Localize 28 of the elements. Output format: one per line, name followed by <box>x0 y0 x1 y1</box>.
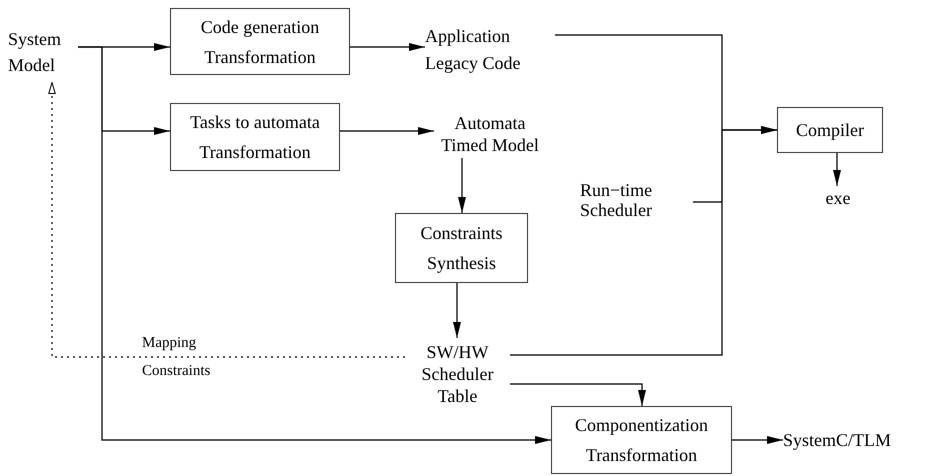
box-label: Componentization Transformation <box>574 414 709 467</box>
arrow <box>453 283 461 338</box>
arrow <box>458 158 466 213</box>
node-label: Run−time Scheduler <box>580 180 654 220</box>
process-box <box>170 103 340 171</box>
arrow <box>340 127 434 135</box>
box-label: Tasks to automata Transformation <box>189 111 321 164</box>
process-box <box>551 406 732 474</box>
box-label: Compiler <box>796 119 864 141</box>
process-box <box>777 107 883 153</box>
arrow <box>833 153 841 186</box>
box-label: Constraints Synthesis <box>419 222 504 275</box>
node-label: Automata Timed Model <box>440 112 540 156</box>
node-label: SystemC/TLM <box>783 429 892 451</box>
arrow <box>510 126 777 356</box>
node-label: Application Legacy Code <box>425 25 522 75</box>
node-label: SW/HW Scheduler Table <box>420 341 494 407</box>
process-box <box>395 213 528 283</box>
edge-label: Mapping Constraints <box>142 334 212 381</box>
dotted-arrow <box>48 82 405 358</box>
node-label: exe <box>826 187 850 209</box>
arrow <box>78 46 551 444</box>
box-label: Code generation Transformation <box>200 16 320 68</box>
node-label: System Model <box>8 28 62 77</box>
process-box <box>170 8 350 75</box>
arrow <box>350 43 425 51</box>
arrow <box>510 383 646 406</box>
arrow <box>732 436 783 444</box>
